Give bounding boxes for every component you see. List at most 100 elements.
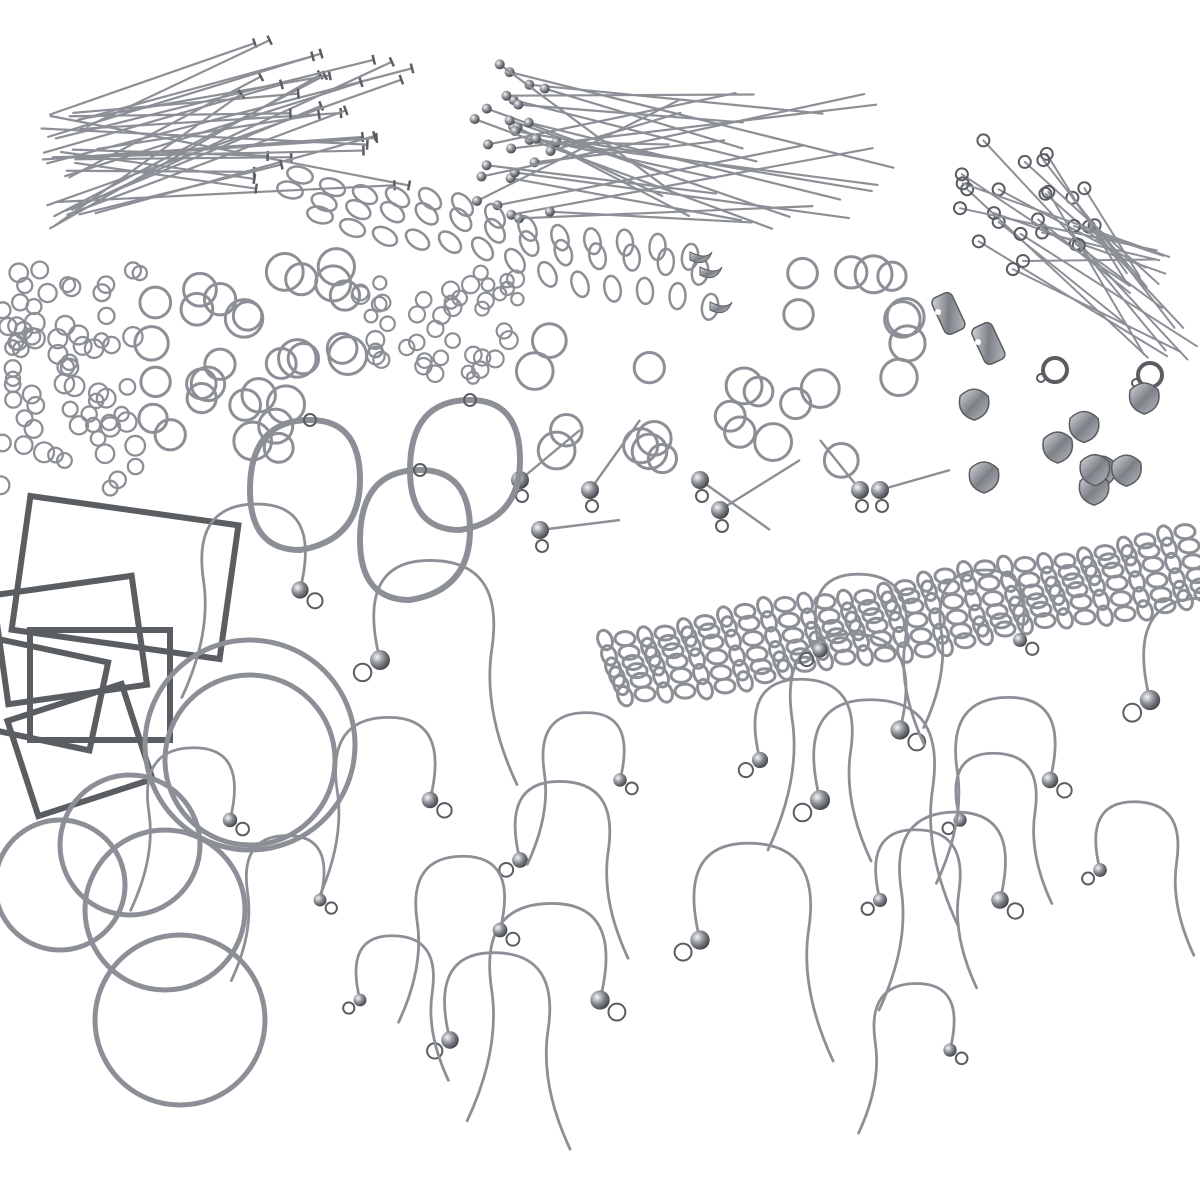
eye-pin-wire	[1041, 231, 1161, 262]
chain-link	[924, 591, 942, 615]
chain-link	[693, 614, 717, 632]
fish-hook	[813, 572, 926, 747]
eye-pin-wire	[1047, 190, 1145, 356]
chain-link	[756, 596, 774, 619]
fish-hook	[922, 568, 1026, 729]
chain-link	[696, 677, 714, 701]
chain-link	[1016, 612, 1034, 636]
fish-hook-ball	[991, 891, 1009, 909]
small-jump-ring	[21, 384, 42, 405]
chain-link	[933, 567, 957, 585]
flat-head-cap	[318, 48, 324, 59]
fish-hook	[692, 841, 835, 1063]
chain-link	[612, 673, 630, 697]
small-jump-ring	[432, 349, 450, 367]
ball-pin-wire	[486, 91, 737, 146]
chain-link	[1193, 586, 1200, 602]
chain-link	[953, 632, 977, 650]
stud-ball	[531, 521, 549, 539]
chain-link	[848, 618, 866, 642]
chain-link	[836, 588, 854, 612]
small-jump-ring	[414, 290, 433, 309]
ball-pin-wire	[534, 137, 717, 180]
chain-link	[1109, 590, 1133, 608]
stud-post	[879, 468, 951, 492]
small-jump-ring	[108, 470, 128, 490]
fish-hook-ball	[809, 789, 831, 811]
spring-ring-clasp	[1041, 356, 1069, 384]
chain-link	[972, 615, 990, 638]
small-jump-ring	[97, 306, 116, 326]
fish-hook-loop	[860, 901, 875, 916]
chain-link	[781, 626, 805, 644]
large-jump-ring	[314, 264, 353, 303]
small-jump-ring	[124, 434, 147, 457]
stud-post	[519, 429, 581, 481]
fish-hook-ball	[313, 893, 327, 907]
small-jump-ring	[416, 352, 433, 369]
fish-hook-loop	[792, 802, 813, 823]
large-jump-ring	[262, 431, 295, 464]
chain-link	[1160, 536, 1178, 559]
chain-link	[684, 634, 702, 657]
chain-link	[888, 610, 906, 634]
chain-link	[1120, 544, 1138, 567]
eye-pin-wire	[1073, 224, 1165, 257]
chain-link	[956, 560, 974, 583]
chain-link	[1073, 608, 1097, 626]
large-jump-ring	[822, 441, 860, 479]
fish-hook	[1142, 596, 1200, 702]
extender-link	[318, 177, 347, 198]
fish-hook	[372, 559, 519, 786]
extender-link	[635, 276, 655, 306]
fish-hook-ball	[512, 852, 528, 868]
extender-link	[550, 223, 570, 252]
small-jump-ring	[398, 338, 416, 357]
small-jump-ring	[13, 321, 34, 341]
fish-hook-ball	[890, 720, 910, 740]
fish-hook-ball	[1012, 632, 1028, 648]
chain-link	[1136, 599, 1154, 622]
small-jump-ring	[94, 443, 116, 465]
ball-pin-head	[469, 114, 480, 125]
flat-head-pin	[49, 42, 256, 116]
small-jump-ring	[363, 308, 379, 324]
fish-hook	[180, 502, 307, 699]
eye-pin-loop	[1005, 262, 1020, 277]
ball-pin-head	[494, 59, 505, 70]
small-jump-ring	[23, 418, 44, 439]
fish-hook-ball	[353, 993, 367, 1007]
chain-link	[1025, 592, 1049, 610]
large-jump-ring	[286, 341, 321, 376]
flat-head-pin	[78, 74, 331, 121]
chain-link	[1069, 593, 1093, 611]
extender-link	[602, 274, 623, 303]
fish-hook-earwires	[129, 502, 1200, 1151]
flat-head-cap	[318, 100, 325, 111]
flat-head-cap	[406, 180, 412, 191]
fish-hook-loop	[306, 592, 324, 610]
chain-link	[949, 622, 973, 640]
small-jump-ring	[460, 275, 481, 295]
earring-back	[1042, 431, 1074, 464]
eye-pin-loop	[1017, 154, 1032, 169]
small-jump-ring	[68, 415, 90, 436]
small-jump-ring	[26, 395, 46, 415]
chain-link	[764, 625, 782, 649]
fish-hook-loop	[1006, 902, 1025, 920]
extender-link	[537, 260, 558, 288]
chain-link	[636, 625, 654, 648]
large-jump-ring	[514, 351, 555, 391]
flat-head-cap	[254, 183, 259, 194]
flat-head-pin	[76, 55, 314, 122]
leverback-loop	[463, 393, 477, 407]
extender-link	[338, 217, 367, 239]
earring-back	[1128, 382, 1160, 415]
chain-link	[596, 628, 614, 652]
fish-hook-ball	[812, 642, 828, 658]
large-jump-ring	[799, 368, 841, 409]
small-jump-ring	[116, 411, 138, 433]
extender-link	[351, 183, 379, 206]
chain-link	[973, 559, 997, 577]
fish-hook-ball	[613, 773, 627, 787]
